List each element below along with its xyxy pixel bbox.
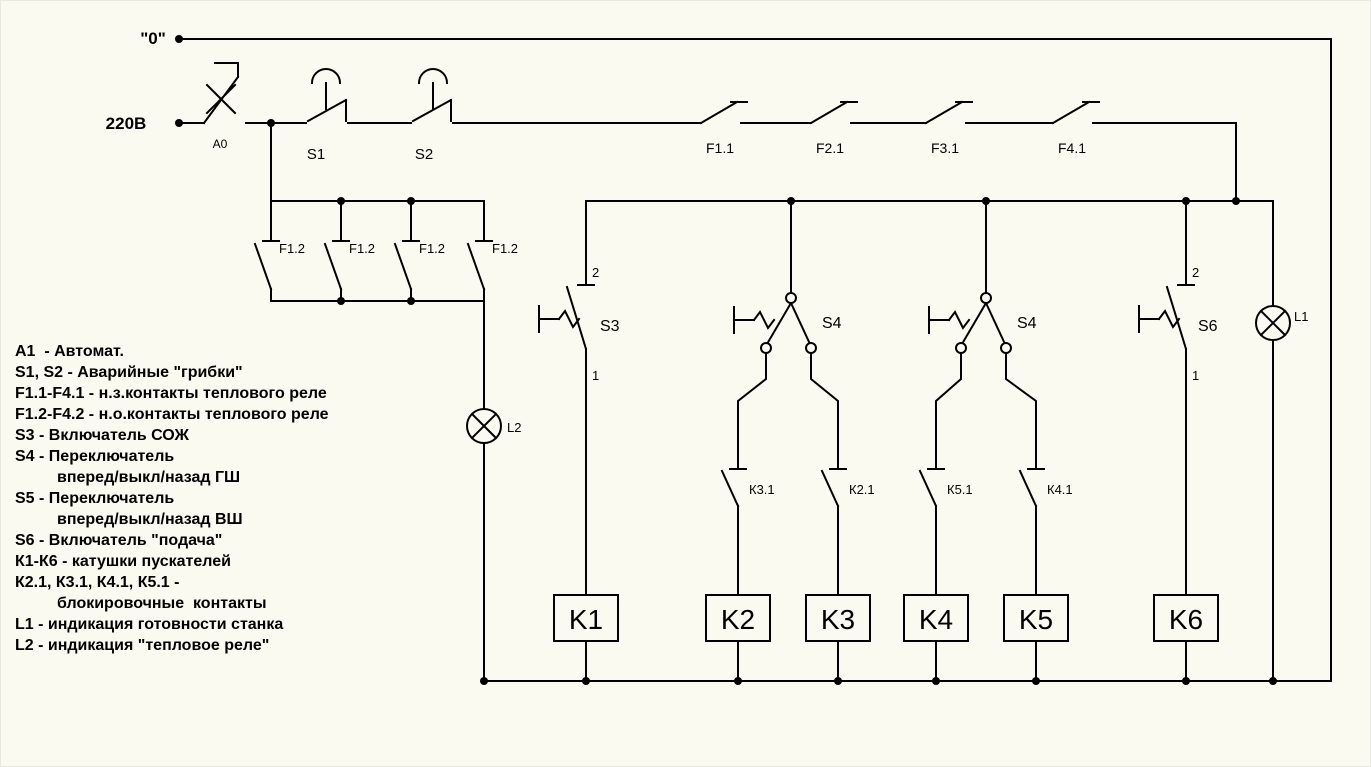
s4b-label: S4: [1017, 315, 1037, 332]
coil-k2-label: K2: [721, 604, 755, 635]
f21-label: F2.1: [816, 140, 844, 156]
emergency-button-s2-icon: [411, 68, 453, 123]
legend-line-blocking: К2.1, К3.1, К4.1, К5.1 -: [15, 574, 180, 591]
blocking-contact-k41-icon: [1018, 468, 1045, 508]
coil-k4-label: K4: [919, 604, 953, 635]
nc-contact-f31-icon: [924, 100, 973, 125]
blocking-contact-k31-icon: [720, 468, 747, 508]
legend-line-s5: S5 - Переключатель: [15, 490, 175, 507]
s3-label: S3: [600, 318, 620, 335]
legend-line-s3: S3 - Включатель СОЖ: [15, 427, 189, 444]
coil-k5-label: K5: [1019, 604, 1053, 635]
coil-boxes: [553, 594, 1219, 642]
switch-s6-icon: [1138, 284, 1195, 351]
f31-label: F3.1: [931, 140, 959, 156]
s3-pin-bottom-label: 1: [592, 368, 599, 383]
coil-k3-label: K3: [821, 604, 855, 635]
blocking-contact-k51-icon: [918, 468, 945, 508]
selector-s4b-icon: [928, 292, 1012, 354]
legend-line-s6: S6 - Включатель "подача": [15, 532, 223, 549]
l2-label: L2: [507, 420, 521, 435]
breaker-label: A0: [213, 137, 228, 151]
legend-line-f11-f41: F1.1-F4.1 - н.з.контакты теплового реле: [15, 385, 327, 402]
legend-line-a1: А1 - Автомат.: [15, 343, 124, 360]
legend: А1 - Автомат. S1, S2 - Аварийные "грибки…: [15, 341, 329, 656]
legend-line-s4-cont: вперед/выкл/назад ГШ: [57, 469, 241, 486]
coil-k1-label: K1: [569, 604, 603, 635]
nc-contact-f11-icon: [699, 100, 748, 125]
l1-label: L1: [1294, 309, 1308, 324]
legend-line-l2: L2 - индикация "тепловое реле": [15, 637, 270, 654]
supply-voltage-label: 220В: [106, 114, 147, 133]
wires: [178, 38, 1332, 682]
s6-pin-bottom-label: 1: [1192, 368, 1199, 383]
f12b-label: F1.2: [349, 241, 375, 256]
f12c-label: F1.2: [419, 241, 445, 256]
s4a-label: S4: [822, 315, 842, 332]
junction-dots: [175, 35, 1277, 685]
legend-line-blocking-cont: блокировочные контакты: [57, 595, 267, 612]
legend-line-s5-cont: вперед/выкл/назад ВШ: [57, 511, 243, 528]
zero-rail-label: "0": [140, 29, 166, 48]
f12d-label: F1.2: [492, 241, 518, 256]
f11-label: F1.1: [706, 140, 734, 156]
coil-k6-label: K6: [1169, 604, 1203, 635]
legend-line-f12-f42: F1.2-F4.2 - н.о.контакты теплового реле: [15, 406, 329, 423]
legend-line-s1s2: S1, S2 - Аварийные "грибки": [15, 364, 243, 381]
selector-s4a-icon: [733, 292, 817, 354]
lamp-l2-icon: [466, 408, 502, 444]
legend-line-k1-k6: К1-К6 - катушки пускателей: [15, 553, 231, 570]
nc-contact-f21-icon: [809, 100, 858, 125]
blocking-contact-k21-icon: [820, 468, 847, 508]
s6-pin-top-label: 2: [1192, 265, 1199, 280]
lamp-l1-icon: [1255, 305, 1291, 341]
nc-contact-f41-icon: [1051, 100, 1100, 125]
legend-line-s4: S4 - Переключатель: [15, 448, 175, 465]
legend-line-l1: L1 - индикация готовности станка: [15, 616, 284, 633]
f12a-label: F1.2: [279, 241, 305, 256]
k51-label: К5.1: [947, 482, 973, 497]
k41-label: К4.1: [1047, 482, 1073, 497]
emergency-button-s1-icon: [306, 68, 348, 123]
circuit-breaker-icon: [202, 62, 240, 125]
switch-s3-icon: [538, 284, 595, 351]
k21-label: К2.1: [849, 482, 875, 497]
s2-label: S2: [415, 146, 433, 163]
s1-label: S1: [307, 146, 325, 163]
s6-label: S6: [1198, 318, 1218, 335]
f41-label: F4.1: [1058, 140, 1086, 156]
s3-pin-top-label: 2: [592, 265, 599, 280]
no-contact-f12-icons: [253, 240, 493, 291]
k31-label: К3.1: [749, 482, 775, 497]
